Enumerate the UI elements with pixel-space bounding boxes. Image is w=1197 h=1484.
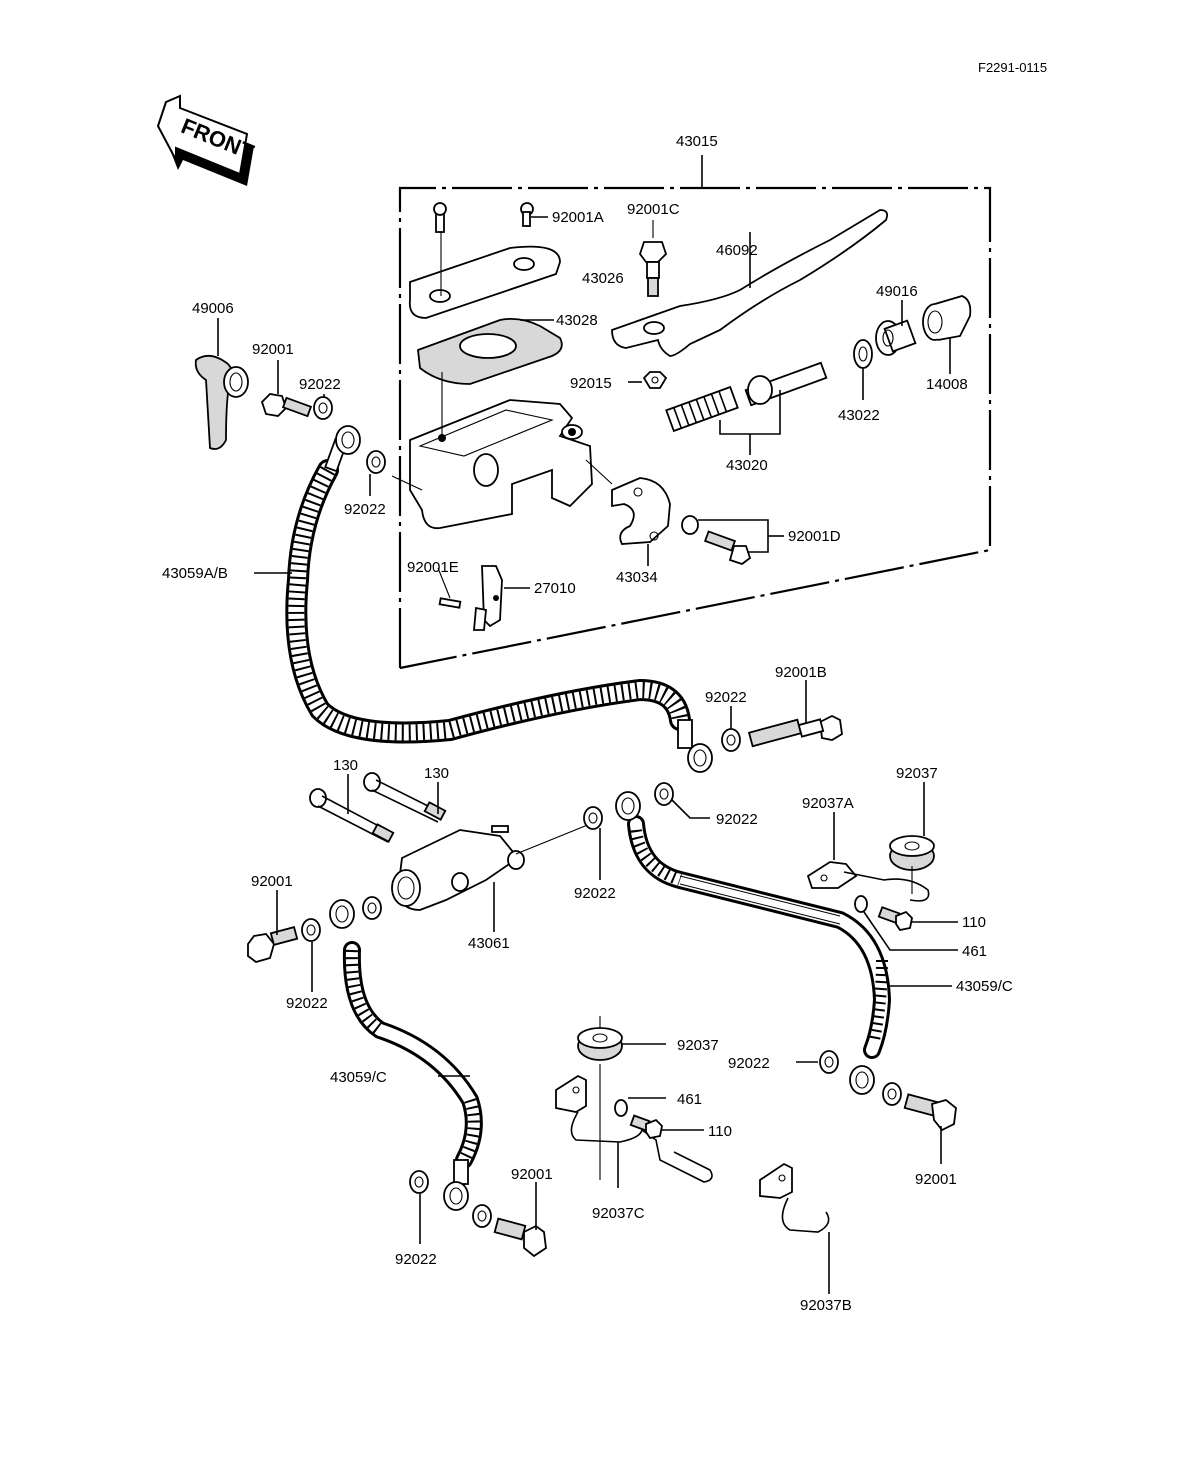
part-92022-left-washer xyxy=(301,918,321,992)
part-92001C-pivot-bolt xyxy=(638,220,668,297)
master-cylinder-body xyxy=(391,372,593,530)
label-92037C: 92037C xyxy=(592,1205,645,1222)
part-43059AB-hose xyxy=(254,425,713,773)
part-43059C-left-hose xyxy=(329,899,483,1211)
label-92001-right: 92001 xyxy=(915,1171,957,1188)
part-43028-diaphragm xyxy=(417,317,563,385)
label-92001D: 92001D xyxy=(788,528,841,545)
part-110-bottom-bolt xyxy=(629,1114,704,1140)
part-27010-brake-switch xyxy=(437,565,530,631)
part-92001D-bolt-washer xyxy=(681,515,784,566)
label-92022-mid-3: 92022 xyxy=(574,885,616,902)
part-92037B-bracket xyxy=(759,1162,830,1294)
label-43061: 43061 xyxy=(468,935,510,952)
part-92022-right-washer-2 xyxy=(882,1082,902,1106)
part-43026-cover xyxy=(408,202,561,319)
label-92001-top: 92001 xyxy=(252,341,294,358)
part-92022-mid-washer-2 xyxy=(654,782,710,819)
label-92037B: 92037B xyxy=(800,1297,852,1314)
label-130-b: 130 xyxy=(424,765,449,782)
part-92022-right-washer xyxy=(796,1050,839,1074)
part-92037-top-grommet xyxy=(889,782,935,894)
part-43061-joint xyxy=(391,823,591,932)
label-110-top: 110 xyxy=(962,914,986,931)
label-14008: 14008 xyxy=(926,376,968,393)
label-92001-left: 92001 xyxy=(251,873,293,890)
part-130-bolt-a xyxy=(309,774,395,843)
part-92022-mid-washer-3 xyxy=(583,806,603,880)
part-92022-top-washer-1 xyxy=(313,394,333,420)
label-92001E: 92001E xyxy=(407,559,459,576)
part-43034-clamp xyxy=(585,459,671,566)
label-92022-bottom: 92022 xyxy=(395,1251,437,1268)
part-92001-bottom-bolt xyxy=(493,1182,547,1258)
label-92022-mid-1: 92022 xyxy=(705,689,747,706)
label-43059C-left: 43059/C xyxy=(330,1069,387,1086)
label-43034: 43034 xyxy=(616,569,658,586)
part-43020-piston-spring xyxy=(665,361,828,455)
part-49006-banjo-cap xyxy=(194,318,249,450)
part-461-bottom-collar xyxy=(614,1097,666,1117)
label-27010: 27010 xyxy=(534,580,576,597)
label-49006: 49006 xyxy=(192,300,234,317)
label-92022-right: 92022 xyxy=(728,1055,770,1072)
part-92001A-screw xyxy=(520,202,548,227)
label-461-top: 461 xyxy=(962,943,987,960)
part-43022-washer xyxy=(853,339,873,400)
part-14008-boot xyxy=(922,295,972,374)
label-46092: 46092 xyxy=(716,242,758,259)
label-92022-mid-2: 92022 xyxy=(716,811,758,828)
part-92015-nut xyxy=(628,371,668,389)
label-43026: 43026 xyxy=(582,270,624,287)
label-461-bottom: 461 xyxy=(677,1091,702,1108)
part-43059C-right-hose xyxy=(615,791,952,1095)
label-92022-top-1: 92022 xyxy=(299,376,341,393)
label-92001-bottom: 92001 xyxy=(511,1166,553,1183)
label-92022-left: 92022 xyxy=(286,995,328,1012)
part-92037A-bracket xyxy=(806,812,930,902)
part-92022-top-washer-2 xyxy=(366,450,386,496)
label-43015: 43015 xyxy=(676,133,718,150)
label-130-a: 130 xyxy=(333,757,358,774)
part-92001-right-bolt xyxy=(903,1093,957,1164)
label-92022-top-2: 92022 xyxy=(344,501,386,518)
label-49016: 49016 xyxy=(876,283,918,300)
label-92015: 92015 xyxy=(570,375,612,392)
part-49016-bushing xyxy=(875,300,917,356)
part-92001-left-bolt xyxy=(247,890,299,963)
label-92037-bottom: 92037 xyxy=(677,1037,719,1054)
label-92037-top: 92037 xyxy=(896,765,938,782)
part-92022-inner-washer xyxy=(362,896,382,920)
part-92022-bottom-washer xyxy=(409,1170,429,1244)
part-461-top-collar xyxy=(854,895,958,951)
part-110-top-bolt xyxy=(877,906,958,932)
part-130-bolt-b xyxy=(363,772,447,823)
label-110-bottom: 110 xyxy=(708,1123,732,1140)
label-43028: 43028 xyxy=(556,312,598,329)
label-43059C-right: 43059/C xyxy=(956,978,1013,995)
part-92037-bottom-grommet xyxy=(577,1016,666,1180)
part-46092-lever xyxy=(611,209,889,357)
part-92022-bottom-washer-2 xyxy=(472,1204,492,1228)
label-92001A: 92001A xyxy=(552,209,604,226)
part-92001-top-bolt xyxy=(260,360,313,418)
label-92001B: 92001B xyxy=(775,664,827,681)
diagram-code: F2291-0115 xyxy=(978,60,1047,75)
label-92001C: 92001C xyxy=(627,201,680,218)
label-43022: 43022 xyxy=(838,407,880,424)
front-arrow-icon: FRONT xyxy=(156,94,258,186)
label-43020: 43020 xyxy=(726,457,768,474)
part-92001B-bolt xyxy=(747,680,843,748)
assembly-43015 xyxy=(398,155,992,670)
label-43059AB: 43059A/B xyxy=(162,565,228,582)
part-92022-mid-washer-1 xyxy=(721,706,741,752)
label-92037A: 92037A xyxy=(802,795,854,812)
part-92037C-bracket xyxy=(555,1074,713,1188)
